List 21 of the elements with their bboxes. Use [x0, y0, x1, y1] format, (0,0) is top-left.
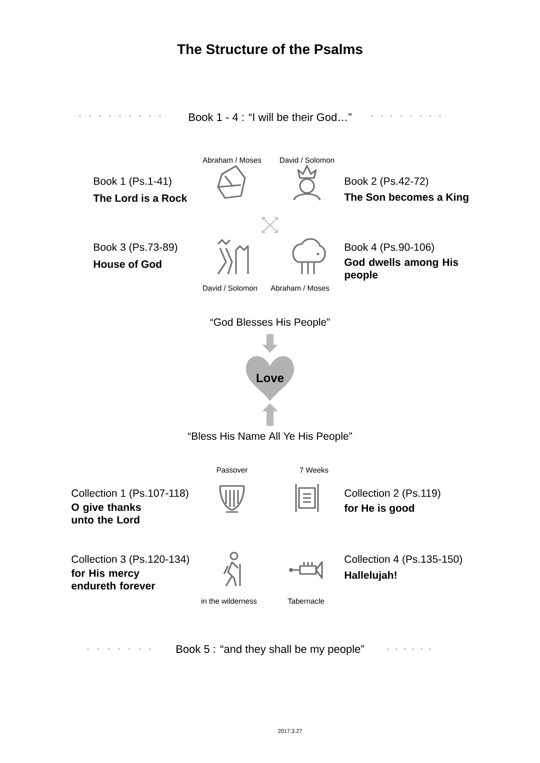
quote-text: “Bless His Name All Ye His People” [188, 432, 352, 442]
heading-text: Book 5 : “and they shall be my people” [176, 644, 364, 656]
collection-range: Collection 3 (Ps.120-134) [72, 555, 189, 565]
collection-range: Collection 1 (Ps.107-118) [72, 489, 188, 499]
collection-theme: for He is good [344, 504, 414, 514]
collection-theme: for His mercy endureth forever [71, 569, 156, 590]
book-range: Book 1 (Ps.1-41) [94, 177, 172, 187]
book-theme: House of God [94, 260, 162, 268]
book-theme: The Son becomes a King [344, 193, 468, 203]
collection-range: Collection 4 (Ps.135-150) [344, 555, 462, 565]
heading-text: Book 1 - 4 : “I will be their God…” [189, 112, 352, 122]
collection-theme: Hallelujah! [344, 571, 396, 581]
book-range: Book 3 (Ps.73-89) [94, 243, 178, 253]
book-theme: The Lord is a Rock [93, 194, 188, 202]
book-range: Book 4 (Ps.90-106) [345, 243, 434, 253]
book-theme: God dwells among His people [344, 258, 458, 281]
book-range: Book 2 (Ps.42-72) [345, 177, 428, 187]
title: The Structure of the Psalms [177, 44, 362, 54]
quote-text: “God Blesses His People” [210, 318, 330, 328]
collection-theme: O give thanks unto the Lord [72, 503, 141, 524]
collection-range: Collection 2 (Ps.119) [344, 489, 440, 499]
